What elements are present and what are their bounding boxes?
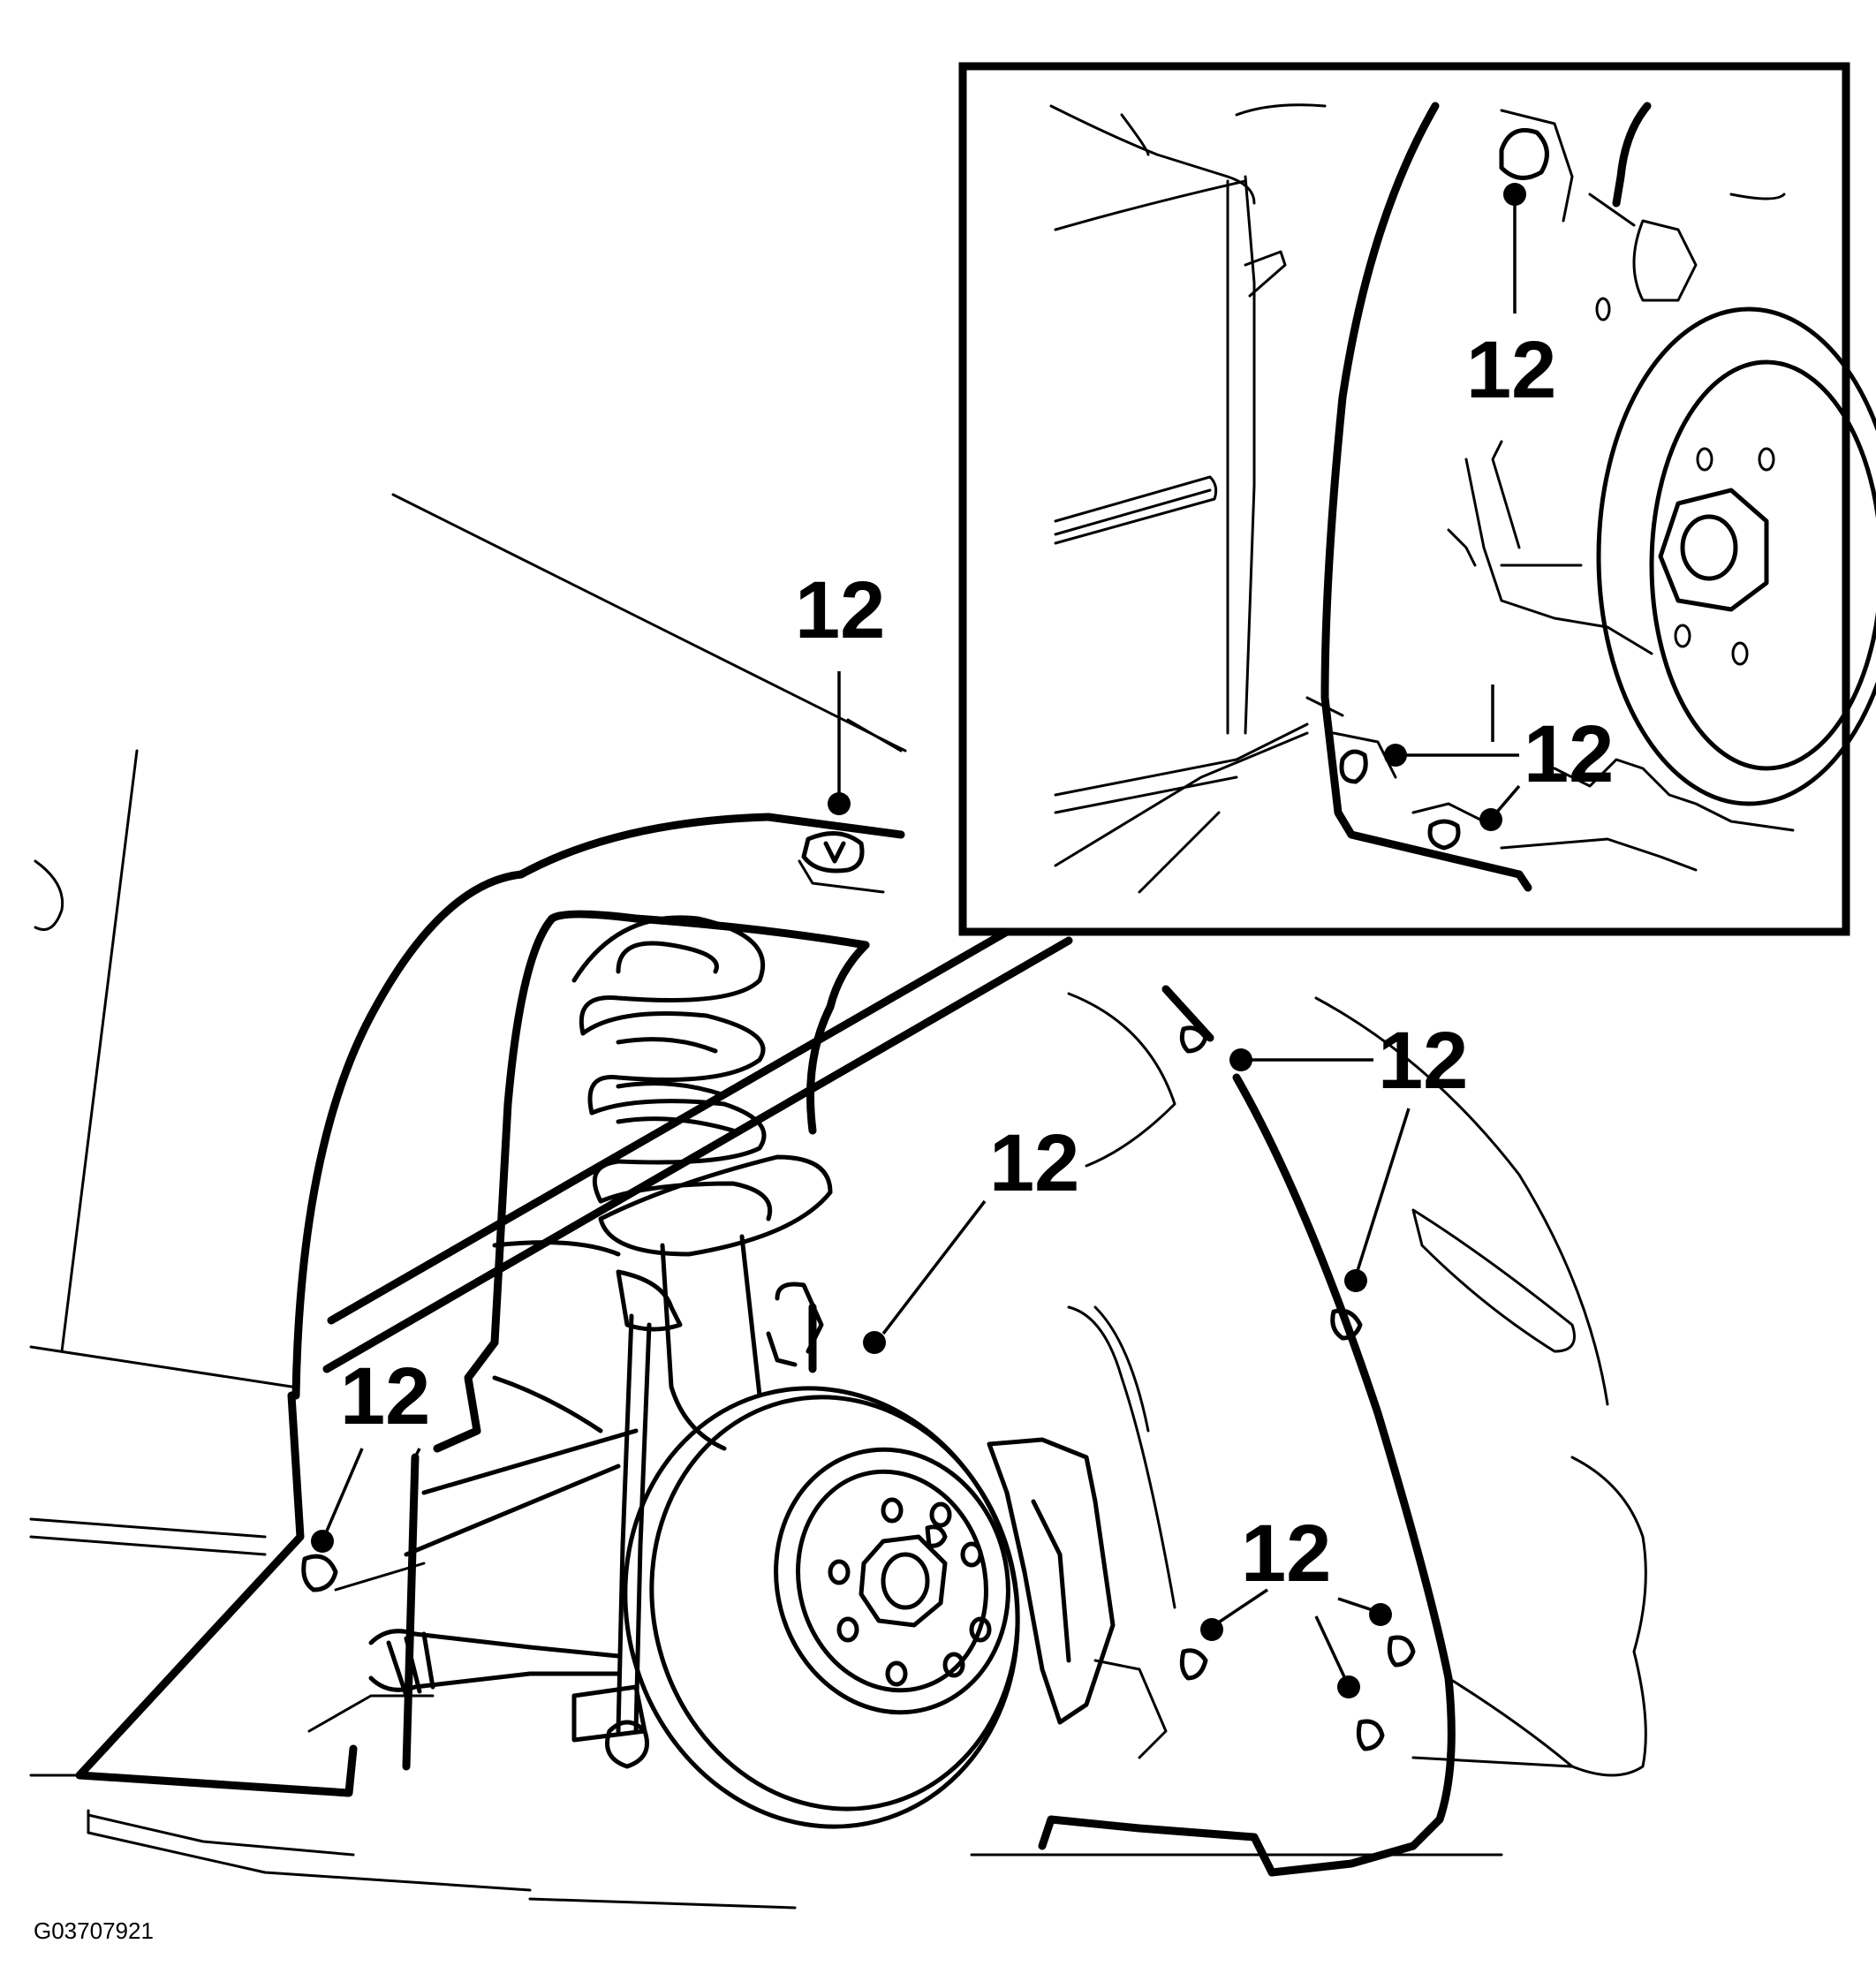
right-fender: [1067, 992, 1647, 1777]
callout-right-upper: 12: [1378, 1016, 1468, 1106]
inset-pointer: [322, 927, 1073, 1373]
main-fasteners: [301, 831, 1416, 1751]
callout-inset-bottom: 12: [1524, 709, 1614, 799]
callout-center: 12: [989, 1118, 1079, 1208]
strut-assembly: [571, 915, 833, 1769]
wheel-arch-liner: [75, 813, 1456, 1877]
callout-labels: 12 12 12 12 12 12 12: [340, 325, 1614, 1599]
callout-right-lower: 12: [1241, 1509, 1331, 1599]
callout-top: 12: [795, 565, 885, 655]
subframe: [307, 1240, 647, 1743]
figure-id-label: G03707921: [34, 1917, 154, 1944]
callout-left: 12: [340, 1351, 430, 1441]
callout-leaders: [311, 183, 1526, 1698]
detail-inset: [958, 62, 1876, 936]
brake-disc: [623, 1386, 1020, 1829]
brake-caliper: [987, 1305, 1176, 1759]
callout-inset-top: 12: [1466, 325, 1556, 415]
body-outline: [29, 493, 1503, 1910]
